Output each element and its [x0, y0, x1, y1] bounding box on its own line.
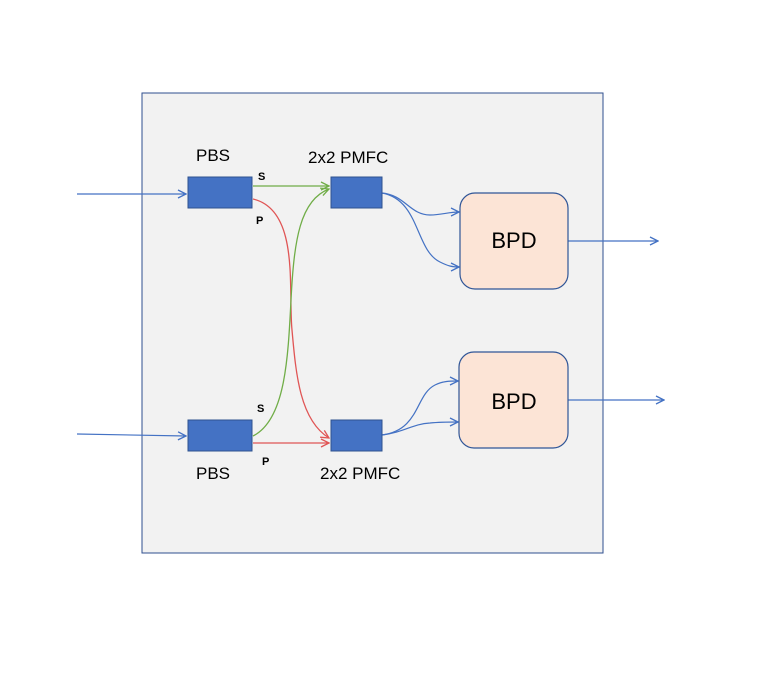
bpd-bottom-label: BPD	[491, 389, 536, 414]
pmfc-bottom-label: 2x2 PMFC	[320, 464, 400, 483]
pbs-top	[187, 176, 253, 209]
pbs-top-label: PBS	[196, 146, 230, 165]
pmfc-top	[330, 176, 383, 209]
bpd-bottom	[458, 351, 569, 449]
bottom-s-label: S	[257, 403, 264, 415]
bpd-top-label: BPD	[491, 228, 536, 253]
bpd-top	[459, 192, 569, 290]
pmfc-top-to-bpd-top-upper	[381, 192, 459, 215]
p-path-top	[252, 198, 329, 438]
pmfc-bottom-to-bpd-bottom-upper	[381, 381, 458, 436]
pmfc-bottom	[330, 419, 383, 452]
top-p-label: P	[256, 215, 263, 227]
pbs-bottom	[187, 419, 253, 452]
enclosure-frame	[141, 92, 604, 554]
s-path-bottom	[252, 189, 329, 437]
input-fiber-bottom	[76, 434, 186, 436]
bottom-p-label: P	[262, 456, 269, 468]
pmfc-top-to-bpd-top-lower	[381, 192, 459, 267]
pmfc-bottom-to-bpd-bottom-lower	[381, 422, 458, 436]
pmfc-top-label: 2x2 PMFC	[308, 148, 388, 167]
top-s-label: S	[258, 171, 265, 183]
pbs-bottom-label: PBS	[196, 464, 230, 483]
